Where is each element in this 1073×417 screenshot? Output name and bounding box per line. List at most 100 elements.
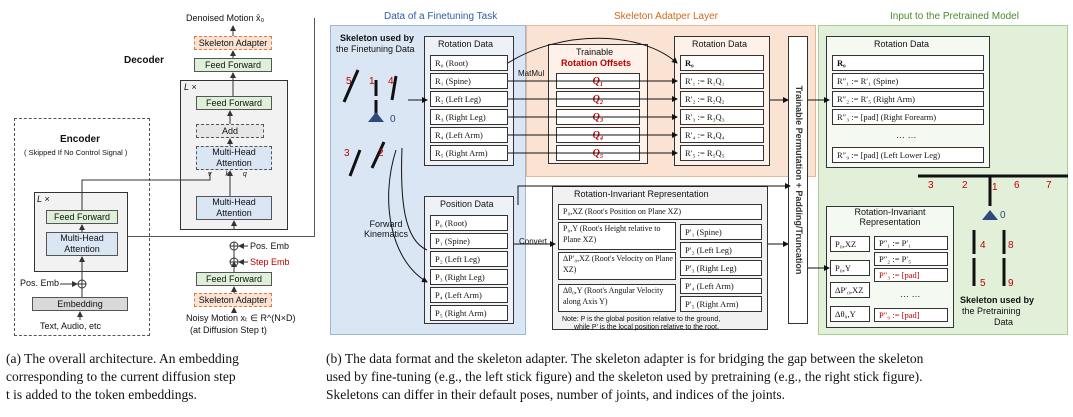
skeleton-finetune [342, 69, 398, 177]
rot2-row: R₀ [680, 55, 764, 71]
rir2-left-row: P₀,XZ [830, 236, 870, 252]
ff-top: Feed Forward [194, 58, 272, 72]
ft-joint-4: 4 [388, 76, 394, 87]
connector-arrows [388, 37, 830, 283]
trainable-label: Trainable [576, 47, 614, 57]
position-data-title: Position Data [440, 199, 494, 209]
rot2-row: R′₅ := R₅Q₅ [680, 145, 764, 161]
rotation-data-adapted-title: Rotation Data [692, 39, 748, 49]
panel-a-arrows [60, 25, 248, 320]
rotation-offsets-label: Rotation Offsets [561, 58, 632, 68]
caption-b-line1: (b) The data format and the skeleton ada… [326, 351, 924, 366]
rot3-row: R″₁ := R′₁ (Spine) [832, 73, 984, 89]
pos-row: P₁ (Spine) [430, 233, 508, 249]
pt-joint-4: 4 [980, 240, 986, 251]
rot3-row: R″₃ := [pad] (Right Forearm) [832, 109, 984, 125]
mha-self: Multi-Head Attention [196, 196, 272, 220]
rot3-ellipsis: … … [896, 130, 917, 140]
rot-row: R₃ (Right Leg) [430, 109, 508, 125]
rir2-left-row: Δθ₀,Y [830, 306, 870, 322]
pt-root-marker [982, 210, 998, 220]
skel-ft-label-2: the Finetuning Data [336, 44, 415, 54]
rir2-left-row: ΔP′₀,XZ [830, 282, 870, 298]
pos-row: P₄ (Left Arm) [430, 287, 508, 303]
embedding-box: Embedding [32, 297, 128, 311]
ft-joint-2: 2 [378, 148, 384, 159]
inputs-label: Text, Audio, etc [40, 321, 102, 331]
rot-row: R₄ (Left Arm) [430, 127, 508, 143]
header-adapter: Skeleton Adatper Layer [614, 11, 718, 22]
rir2-right-row: P″₉ := [pad] [874, 308, 948, 322]
rir-title: Rotation-Invariant Representation [574, 189, 709, 199]
rir2-title: Rotation-Invariant Representation [854, 207, 926, 227]
ft-joint-3: 3 [344, 148, 350, 159]
noisy-motion-1: Noisy Motion xₜ ∈ R^(N×D) [186, 313, 296, 323]
fk-label: Forward Kinematics [363, 219, 408, 239]
rir2-right-row: P″₃ := [pad] [874, 268, 948, 282]
mha-enc: Multi-Head Attention [46, 232, 118, 256]
rir-right-row: P′₁ (Spine) [680, 224, 762, 240]
rot3-row: R₀ [832, 55, 984, 71]
rir-left-row: P₀,Y (Root's Height relative to Plane XZ… [558, 222, 676, 250]
ff-enc: Feed Forward [46, 210, 118, 224]
rot2-row: R′₂ := R₂Q₂ [680, 91, 764, 107]
rotation-data-ft-title: Rotation Data [438, 39, 494, 49]
pt-joint-9: 9 [1008, 278, 1014, 289]
rot2-row: R′₄ := R₄Q₄ [680, 127, 764, 143]
pt-joint-1: 1 [992, 182, 998, 193]
ft-root-marker [368, 112, 384, 122]
denoised-label: Denoised Motion x̂₀ [186, 13, 265, 23]
skel-pt-label-2: the Pretraining [962, 306, 1021, 316]
matmul-label: MatMul [518, 69, 545, 78]
pos-row: P₅ (Right Arm) [430, 305, 508, 321]
rot-row: R₁ (Spine) [430, 73, 508, 89]
pt-joint-7: 7 [1046, 180, 1052, 191]
rir-right-row: P′₄ (Left Arm) [680, 278, 762, 294]
rir2-right-row: P″₁ := P′₁ [874, 236, 948, 250]
decoder-title: Decoder [124, 55, 165, 66]
rot3-row: R″₉ := [pad] (Left Lower Leg) [832, 147, 984, 163]
encoder-frame [14, 118, 150, 336]
ft-joint-1: 1 [369, 76, 375, 87]
rir2-right-row: P″₂ := P′₅ [874, 252, 948, 266]
noisy-motion-2: (at Diffusion Step t) [190, 325, 267, 335]
mha-cross: Multi-Head Attention [196, 146, 272, 170]
caption-a-line1: (a) The overall architecture. An embeddi… [6, 351, 239, 366]
header-pretrained: Input to the Pretrained Model [890, 11, 1019, 22]
ft-joint-5: 5 [346, 76, 352, 87]
rotation-data-pretrained-title: Rotation Data [874, 39, 930, 49]
pt-joint-0: 0 [1000, 210, 1006, 221]
skel-pt-label-1: Skeleton used by [960, 295, 1035, 305]
ft-joint-0: 0 [390, 114, 396, 125]
rir2-left-row: P₀,Y [830, 260, 870, 276]
ff-bottom: Feed Forward [196, 272, 272, 286]
panel-b-graphics: 5 1 4 0 3 2 3 2 1 6 7 0 4 8 5 9 [342, 37, 1068, 289]
encoder-sub: ( Skipped If No Control Signal ) [24, 148, 128, 157]
pos-row: P₃ (Right Leg) [430, 269, 508, 285]
pos-emb-label: Pos. Emb [250, 241, 290, 251]
rot2-row: R′₃ := R₃Q₃ [680, 109, 764, 125]
caption-b-line2: used by fine-tuning (e.g., the left stic… [326, 369, 923, 384]
rir-right-row: P′₃ (Right Leg) [680, 260, 762, 276]
convert-label: Convert [519, 237, 548, 246]
rir-note-1: Note: P is the global position relative … [562, 316, 721, 323]
header-finetune: Data of a Finetuning Task [384, 11, 498, 22]
rir-right-row: P′₅ (Right Arm) [680, 296, 762, 312]
step-emb-label: Step Emb [250, 257, 290, 267]
pt-joint-3: 3 [928, 180, 934, 191]
rot3-row: R″₂ := R′₅ (Right Arm) [832, 91, 984, 107]
caption-a-line2: corresponding to the current diffusion s… [6, 369, 236, 384]
rir-left-row: P₀,XZ (Root's Position on Plane XZ) [558, 204, 762, 220]
pt-joint-5: 5 [980, 278, 986, 289]
rot-row: R₂ (Left Leg) [430, 91, 508, 107]
ff-dec: Feed Forward [196, 96, 272, 110]
pos-row: P₂ (Left Leg) [430, 251, 508, 267]
skel-pt-label-3: Data [994, 317, 1014, 327]
pt-joint-8: 8 [1008, 240, 1014, 251]
rir-note-2: while P′ is the local position relative … [574, 324, 719, 331]
caption-a-line3: t is added to the token embeddings. [6, 387, 197, 402]
rir2-ellipsis: … … [900, 289, 921, 299]
permutation-box [788, 36, 808, 324]
skeleton-pretrain [918, 174, 1068, 286]
lx-enc: L × [37, 194, 50, 204]
